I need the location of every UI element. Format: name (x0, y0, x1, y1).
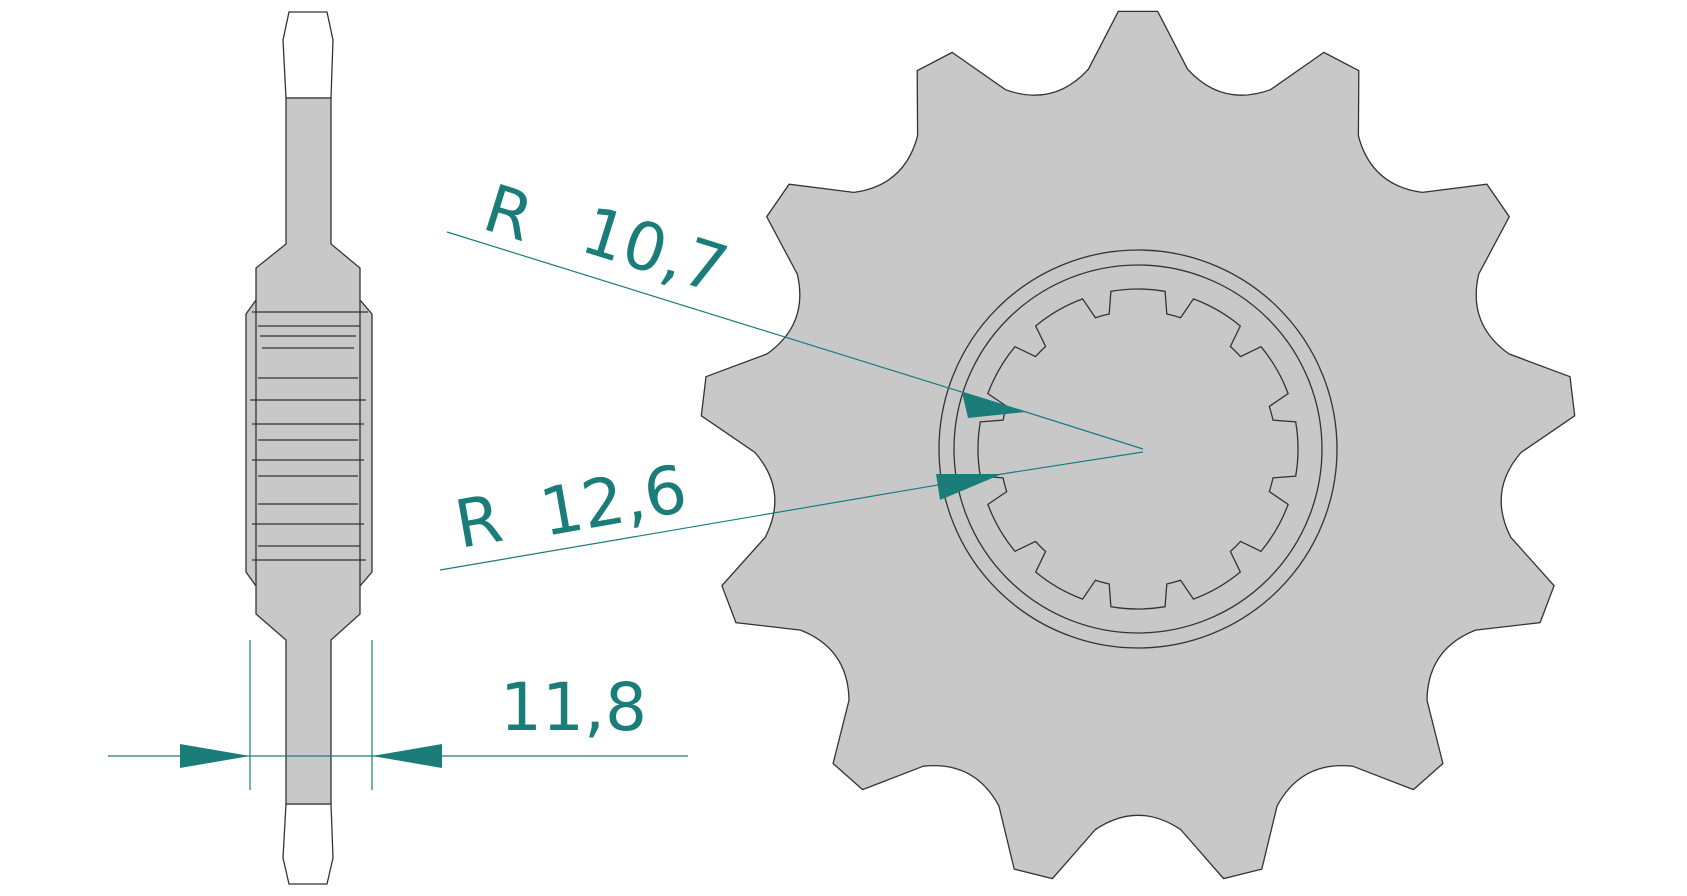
side-view-hub-grooves (250, 300, 368, 586)
side-view-tooth-tip-top (282, 11, 334, 99)
width-value: 11,8 (500, 669, 647, 746)
radius-small-leader-line (446, 231, 1027, 413)
radius-large-value: 12,6 (534, 450, 692, 551)
hub-shoulder-outer-circle (938, 249, 1338, 649)
sprocket-outline (700, 10, 1576, 880)
spline-bore (977, 288, 1299, 610)
hub-shoulder-inner-circle (953, 264, 1323, 634)
width-dimension: 11,8 (108, 640, 688, 790)
radius-large-prefix: R (449, 480, 508, 564)
side-view-tooth-tip-bottom (282, 803, 334, 885)
radius-small-center-line (1025, 411, 1144, 450)
width-arrowhead-right (372, 744, 442, 768)
radius-small-prefix: R (475, 170, 542, 257)
width-arrowhead-left (180, 744, 250, 768)
sprocket-front-view (700, 10, 1576, 880)
radius-large-leader-line (439, 473, 1003, 571)
radius-large-arrowhead (936, 474, 1002, 500)
radius-large-center-line (1001, 451, 1144, 475)
dimensions: R 10,7 R 12,6 11,8 (108, 170, 1144, 790)
sprocket-side-view (245, 11, 373, 885)
radius-small-arrowhead (962, 392, 1026, 418)
side-view-flange-body (245, 97, 373, 805)
radius-small-value: 10,7 (573, 192, 736, 309)
